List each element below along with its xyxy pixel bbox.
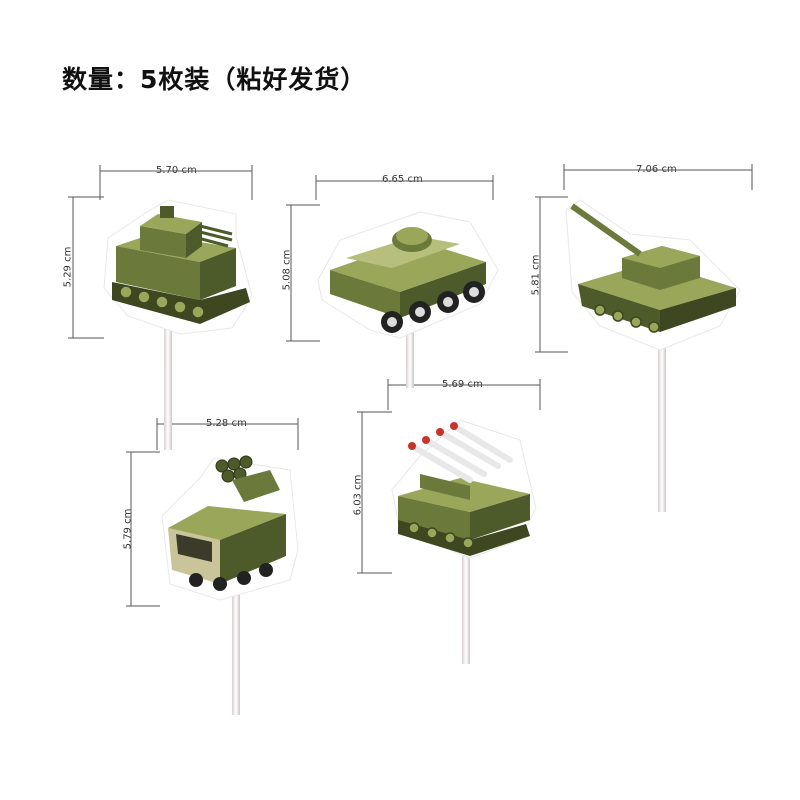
missile-launcher-tank-topper xyxy=(391,419,537,559)
quantity-title: 数量：5枚装（粘好发货） xyxy=(62,65,367,94)
anti-aircraft-vehicle-topper xyxy=(103,199,253,335)
battle-tank-topper xyxy=(565,199,741,351)
topper-sticks xyxy=(164,318,666,715)
topper-2-width-label: 6.65 cm xyxy=(382,174,423,185)
rocket-launcher-truck-topper xyxy=(161,455,299,601)
armored-personnel-carrier-topper xyxy=(317,211,499,339)
